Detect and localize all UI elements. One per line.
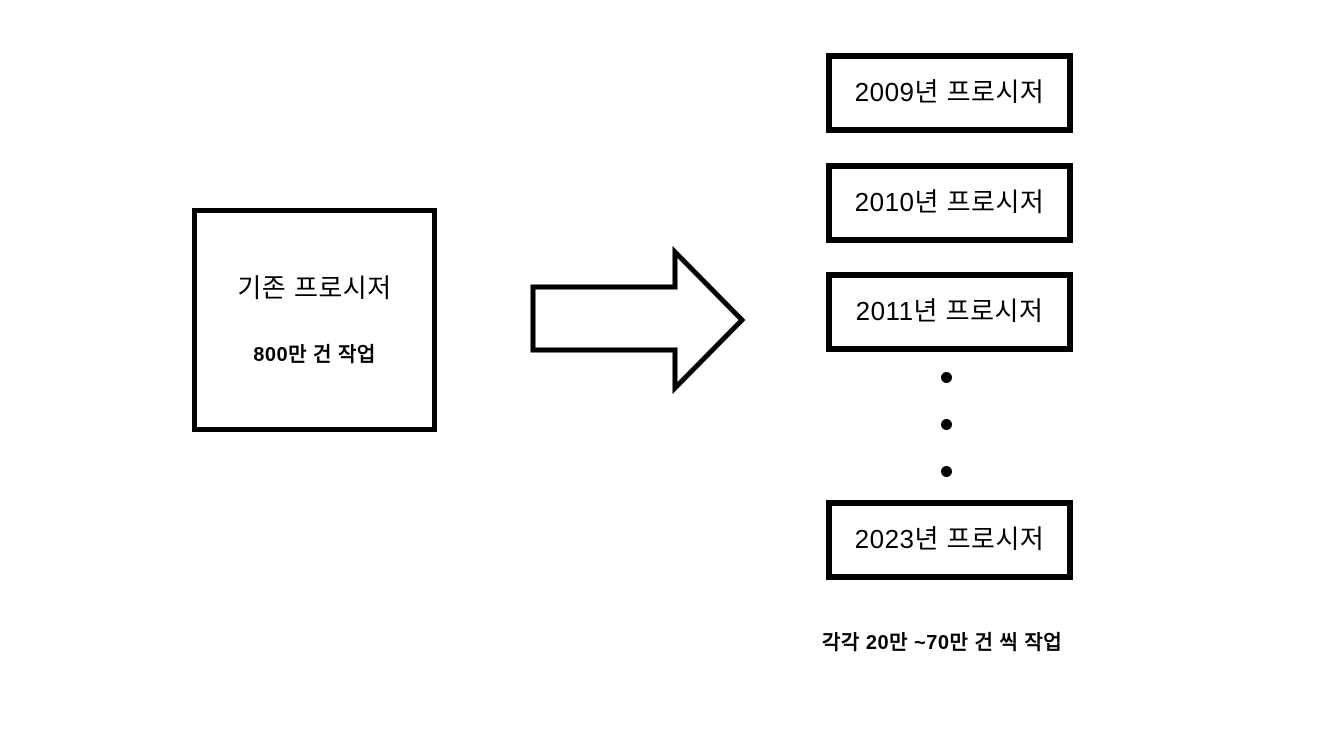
per-year-volume-caption: 각각 20만 ~70만 건 씩 작업 [822, 632, 1063, 654]
ellipsis-dot [941, 466, 952, 477]
ellipsis-dot [941, 419, 952, 430]
year-procedure-label: 2011년 프로시저 [855, 296, 1044, 327]
year-procedure-label: 2009년 프로시저 [854, 77, 1045, 108]
ellipsis-dot [941, 372, 952, 383]
year-procedure-label: 2010년 프로시저 [854, 187, 1045, 218]
legacy-procedure-title: 기존 프로시저 [237, 273, 392, 304]
year-procedure-box-2009: 2009년 프로시저 [826, 53, 1073, 133]
year-procedure-label: 2023년 프로시저 [854, 524, 1045, 555]
right-block-arrow-icon [525, 243, 755, 398]
year-procedure-box-2023: 2023년 프로시저 [826, 500, 1073, 580]
year-procedure-box-2010: 2010년 프로시저 [826, 163, 1073, 243]
legacy-procedure-volume: 800만 건 작업 [253, 343, 376, 366]
year-procedure-box-2011: 2011년 프로시저 [826, 272, 1073, 352]
vertical-ellipsis-icon [941, 372, 955, 484]
legacy-procedure-box: 기존 프로시저 800만 건 작업 [192, 208, 437, 432]
